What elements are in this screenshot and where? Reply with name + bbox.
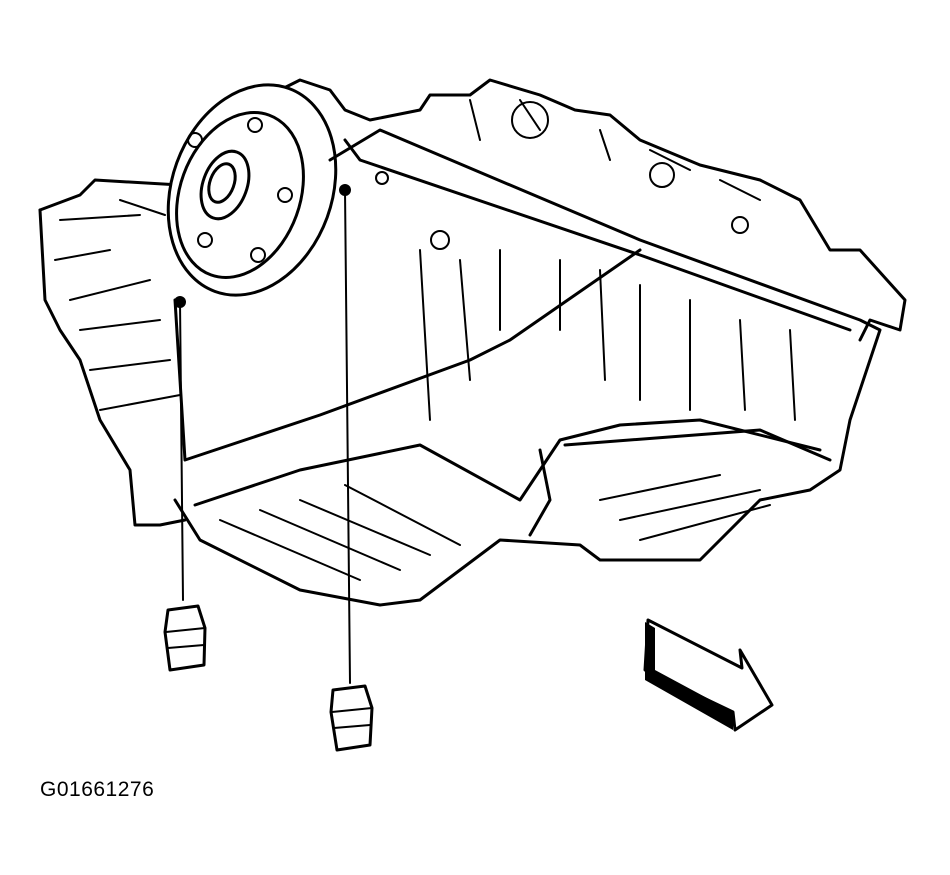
crankshaft-rear-flange [166, 83, 338, 297]
oil-pan-bolt-right [329, 184, 374, 752]
front-direction-arrow [643, 618, 774, 732]
oil-pan-bolt-left [163, 296, 207, 672]
oil-pan [79, 128, 882, 607]
figure-id-label: G01661276 [40, 778, 155, 801]
